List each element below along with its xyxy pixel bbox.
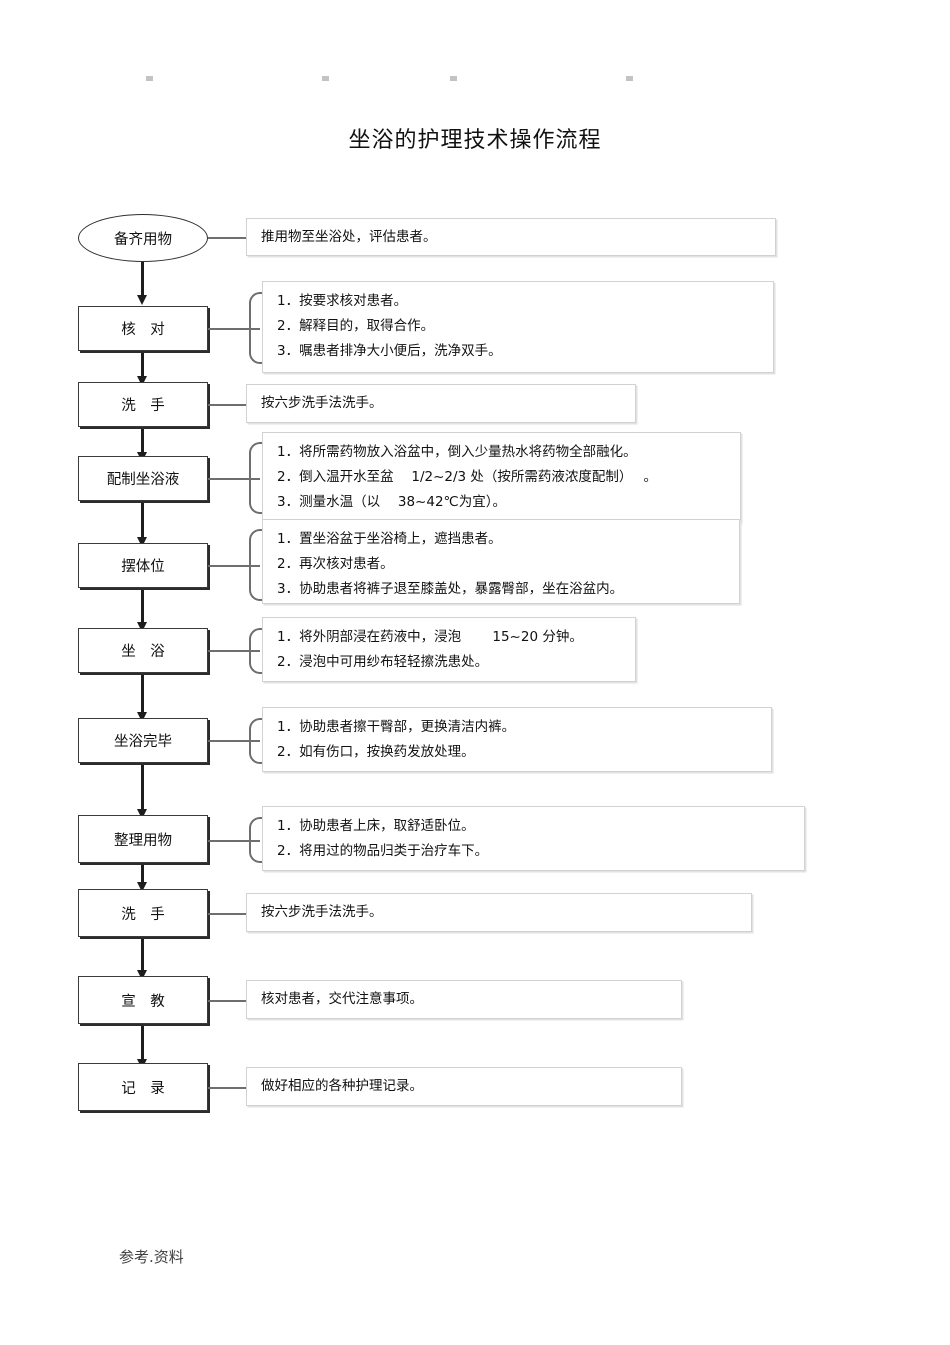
callout-prepare-solution: 1．将所需药物放入浴盆中，倒入少量热水将药物全部融化。 2．倒入温开水至盆 1/… [262,432,741,523]
flow-node-label: 洗 手 [121,398,165,414]
flow-node-label: 坐浴完毕 [114,734,172,750]
callout-line: 做好相应的各种护理记录。 [261,1078,423,1095]
flow-arrow [137,865,147,892]
callout-wash2: 按六步洗手法洗手。 [246,893,752,932]
connector-stub-sitz-bath [208,650,260,652]
callout-position: 1．置坐浴盆于坐浴椅上，遮挡患者。 2．再次核对患者。 3．协助患者将裤子退至膝… [262,519,740,604]
callout-prepare: 推用物至坐浴处，评估患者。 [246,218,776,256]
connector-stub-tidy [208,840,260,842]
connector-bracket-prepare-solution [249,442,262,514]
page-title: 坐浴的护理技术操作流程 [348,128,602,153]
connector-stub-prepare-solution [208,478,260,480]
flow-node-label: 坐 浴 [121,644,165,660]
header-artifact-dot [322,76,329,81]
connector-stub-verify [208,328,260,330]
connector-stub-bath-done [208,740,260,742]
flow-node-label: 摆体位 [121,559,165,575]
callout-line: 2．如有伤口，按换药发放处理。 [277,744,475,760]
header-artifact-dot [146,76,153,81]
flow-node-wash2[interactable]: 洗 手 [78,889,208,937]
flow-node-label: 记 录 [121,1080,165,1097]
flow-arrow [137,353,147,386]
callout-line: 2．浸泡中可用纱布轻轻擦洗患处。 [277,654,489,670]
flow-arrow [137,939,147,980]
header-artifact-dot [626,76,633,81]
connector-stub-wash2 [208,913,250,915]
callout-line: 推用物至坐浴处，评估患者。 [261,228,437,245]
callout-wash1: 按六步洗手法洗手。 [246,384,636,423]
flow-node-record[interactable]: 记 录 [78,1063,208,1111]
callout-educate: 核对患者，交代注意事项。 [246,980,682,1019]
flow-node-label: 备齐用物 [114,231,172,248]
callout-record: 做好相应的各种护理记录。 [246,1067,682,1106]
flow-arrow [137,429,147,462]
callout-verify: 1．按要求核对患者。 2．解释目的，取得合作。 3．嘱患者排净大小便后，洗净双手… [262,281,774,373]
flow-node-label: 配制坐浴液 [106,472,180,488]
flow-node-bath-done[interactable]: 坐浴完毕 [78,718,208,763]
connector-stub-record [208,1087,250,1089]
callout-line: 1．置坐浴盆于坐浴椅上，遮挡患者。 [277,531,502,547]
flow-node-position[interactable]: 摆体位 [78,543,208,588]
callout-line: 1．协助患者擦干臀部，更换清洁内裤。 [277,719,516,735]
flow-arrow [137,675,147,722]
connector-stub-educate [208,1000,250,1002]
flow-node-verify[interactable]: 核 对 [78,306,208,351]
callout-line: 按六步洗手法洗手。 [261,904,383,921]
callout-tidy: 1．协助患者上床，取舒适卧位。 2．将用过的物品归类于治疗车下。 [262,806,805,871]
flow-arrow [137,503,147,547]
callout-line: 核对患者，交代注意事项。 [261,991,423,1008]
callout-line: 3．嘱患者排净大小便后，洗净双手。 [277,343,502,359]
flow-node-label: 宣 教 [121,993,165,1010]
connector-bracket-sitz-bath [249,628,262,674]
header-artifact-dot [450,76,457,81]
callout-line: 按六步洗手法洗手。 [261,395,383,412]
callout-line: 1．将外阴部浸在药液中，浸泡 15~20 分钟。 [277,629,583,645]
flow-node-label: 核 对 [121,322,165,338]
connector-bracket-position [249,529,262,601]
callout-sitz-bath: 1．将外阴部浸在药液中，浸泡 15~20 分钟。 2．浸泡中可用纱布轻轻擦洗患处… [262,617,636,682]
flow-node-prepare-solution[interactable]: 配制坐浴液 [78,456,208,501]
callout-line: 1．按要求核对患者。 [277,293,408,309]
callout-line: 2．再次核对患者。 [277,556,394,572]
callout-line: 2．解释目的，取得合作。 [277,318,435,334]
flow-arrow [137,590,147,632]
flow-node-label: 整理用物 [114,832,172,849]
callout-line: 3．测量水温（以 38~42℃为宜）。 [277,494,506,510]
callout-line: 2．将用过的物品归类于治疗车下。 [277,843,489,859]
connector-stub-position [208,565,260,567]
flow-node-educate[interactable]: 宣 教 [78,976,208,1024]
connector-stub-prepare [208,237,268,239]
callout-line: 1．将所需药物放入浴盆中，倒入少量热水将药物全部融化。 [277,444,637,460]
flow-node-label: 洗 手 [121,906,165,923]
callout-line: 3．协助患者将裤子退至膝盖处，暴露臀部，坐在浴盆内。 [277,581,624,597]
connector-stub-wash1 [208,404,250,406]
connector-bracket-verify [249,292,262,364]
footer-note: 参考.资料 [119,1248,184,1266]
flow-node-wash1[interactable]: 洗 手 [78,382,208,427]
flow-arrow [137,1026,147,1069]
flow-arrow [137,262,147,305]
connector-bracket-tidy [249,817,262,863]
callout-bath-done: 1．协助患者擦干臀部，更换清洁内裤。 2．如有伤口，按换药发放处理。 [262,707,772,772]
flow-node-tidy[interactable]: 整理用物 [78,815,208,863]
flow-node-sitz-bath[interactable]: 坐 浴 [78,628,208,673]
flow-arrow [137,765,147,819]
flow-node-prepare[interactable]: 备齐用物 [78,214,208,262]
callout-line: 1．协助患者上床，取舒适卧位。 [277,818,475,834]
callout-line: 2．倒入温开水至盆 1/2~2/3 处（按所需药液浓度配制） 。 [277,469,657,485]
connector-bracket-bath-done [249,718,262,764]
